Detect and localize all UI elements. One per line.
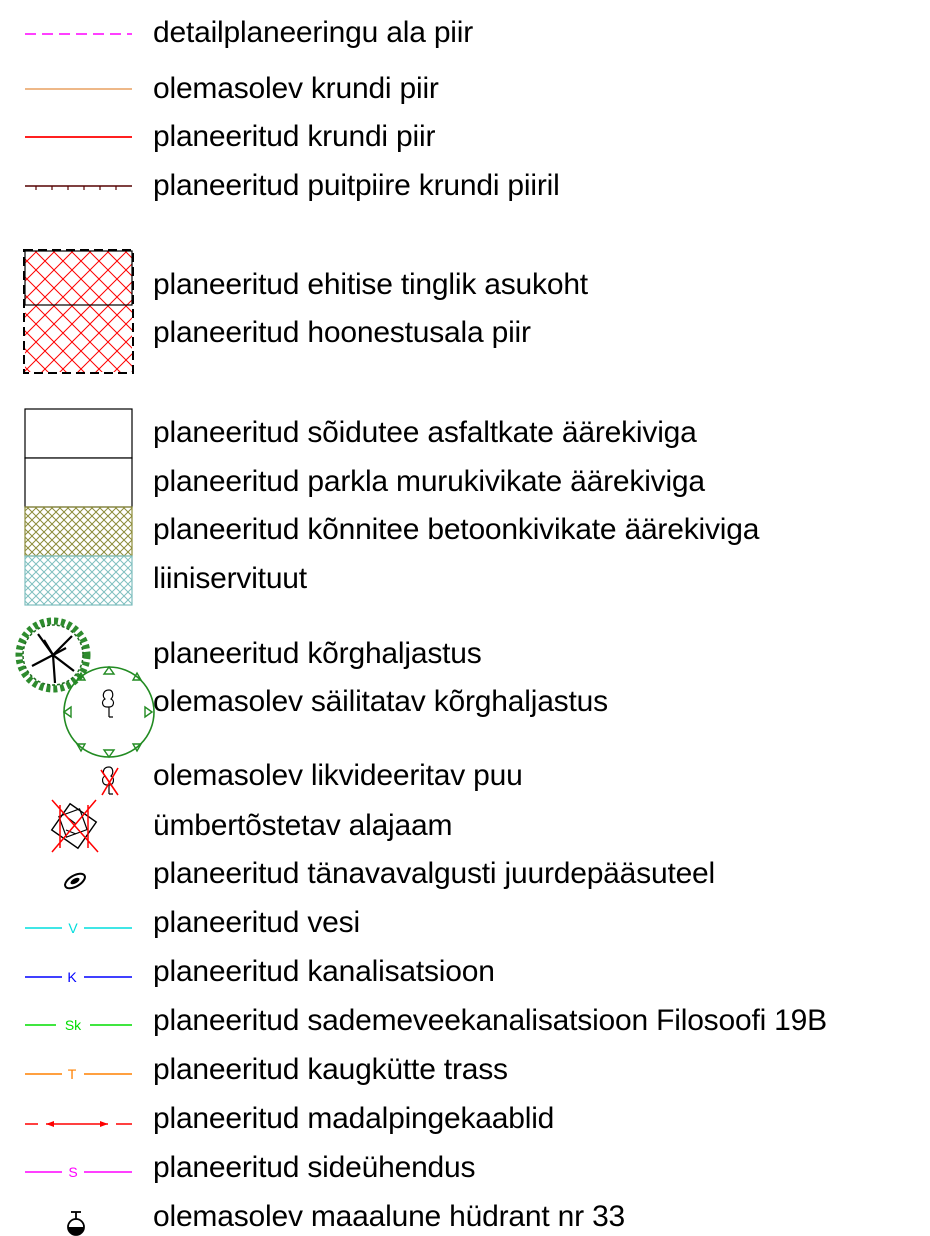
- svg-text:T: T: [68, 1066, 77, 1082]
- legend-label-planned-sidewalk: planeeritud kõnnitee betoonkivikate ääre…: [153, 513, 760, 546]
- legend-label-planned-telecom: planeeritud sideühendus: [153, 1151, 476, 1184]
- legend-label-planned-low-voltage-cables: planeeritud madalpingekaablid: [153, 1102, 555, 1135]
- district-heating-line-symbol: T: [25, 1066, 132, 1082]
- legend-label-planned-asphalt-road: planeeritud sõidutee asfaltkate äärekivi…: [153, 416, 697, 449]
- street-light-icon: [64, 872, 86, 890]
- legend-label-planned-plot-boundary: planeeritud krundi piir: [153, 120, 436, 153]
- water-line-symbol: V: [25, 920, 132, 936]
- legend-label-planned-sewer: planeeritud kanalisatsioon: [153, 955, 495, 988]
- building-area-symbol: [23, 249, 134, 374]
- legend-label-existing-hydrant: olemasolev maaalune hüdrant nr 33: [153, 1200, 626, 1233]
- legend-label-existing-tree-removed: olemasolev likvideeritav puu: [153, 759, 523, 792]
- svg-text:S: S: [68, 1164, 77, 1180]
- legend-label-planned-street-light: planeeritud tänavavalgusti juurdepääsute…: [153, 857, 716, 890]
- existing-tree-circle-icon: [62, 665, 155, 759]
- legend-label-planned-parking-grass: planeeritud parkla murukivikate äärekivi…: [153, 465, 705, 498]
- hydrant-icon: [67, 1211, 85, 1236]
- legend-label-planned-water: planeeritud vesi: [153, 906, 360, 939]
- legend-label-planned-building-location: planeeritud ehitise tinglik asukoht: [153, 268, 588, 301]
- low-voltage-cable-symbol: [25, 1121, 132, 1127]
- legend-label-detail-plan-boundary: detailplaneeringu ala piir: [153, 16, 474, 49]
- svg-text:Sk: Sk: [65, 1017, 82, 1033]
- substation-crossed-icon: [50, 799, 99, 853]
- legend-label-relocated-substation: ümbertõstetav alajaam: [153, 809, 453, 842]
- planned-tree-icon: [15, 617, 91, 693]
- legend-label-line-servitude: liiniservituut: [153, 562, 307, 595]
- legend-label-planned-district-heating: planeeritud kaugkütte trass: [153, 1053, 508, 1086]
- legend-label-planned-storm-sewer: planeeritud sademeveekanalisatsioon Filo…: [153, 1004, 827, 1037]
- svg-text:K: K: [67, 969, 77, 985]
- surface-types-symbol: [24, 408, 133, 606]
- telecom-line-symbol: S: [25, 1164, 132, 1180]
- legend-label-existing-preserved-greenery: olemasolev säilitatav kõrghaljastus: [153, 685, 608, 718]
- legend-label-planned-wooden-fence: planeeritud puitpiire krundi piiril: [153, 169, 560, 202]
- legend-label-planned-building-area: planeeritud hoonestusala piir: [153, 316, 531, 349]
- legend-label-existing-plot-boundary: olemasolev krundi piir: [153, 72, 439, 105]
- fence-line-symbol: [25, 185, 132, 190]
- legend-label-planned-high-greenery: planeeritud kõrghaljastus: [153, 637, 482, 670]
- svg-text:V: V: [68, 920, 78, 936]
- removed-tree-icon: [100, 766, 119, 796]
- storm-sewer-line-symbol: Sk: [25, 1017, 132, 1033]
- sewer-line-symbol: K: [25, 969, 132, 985]
